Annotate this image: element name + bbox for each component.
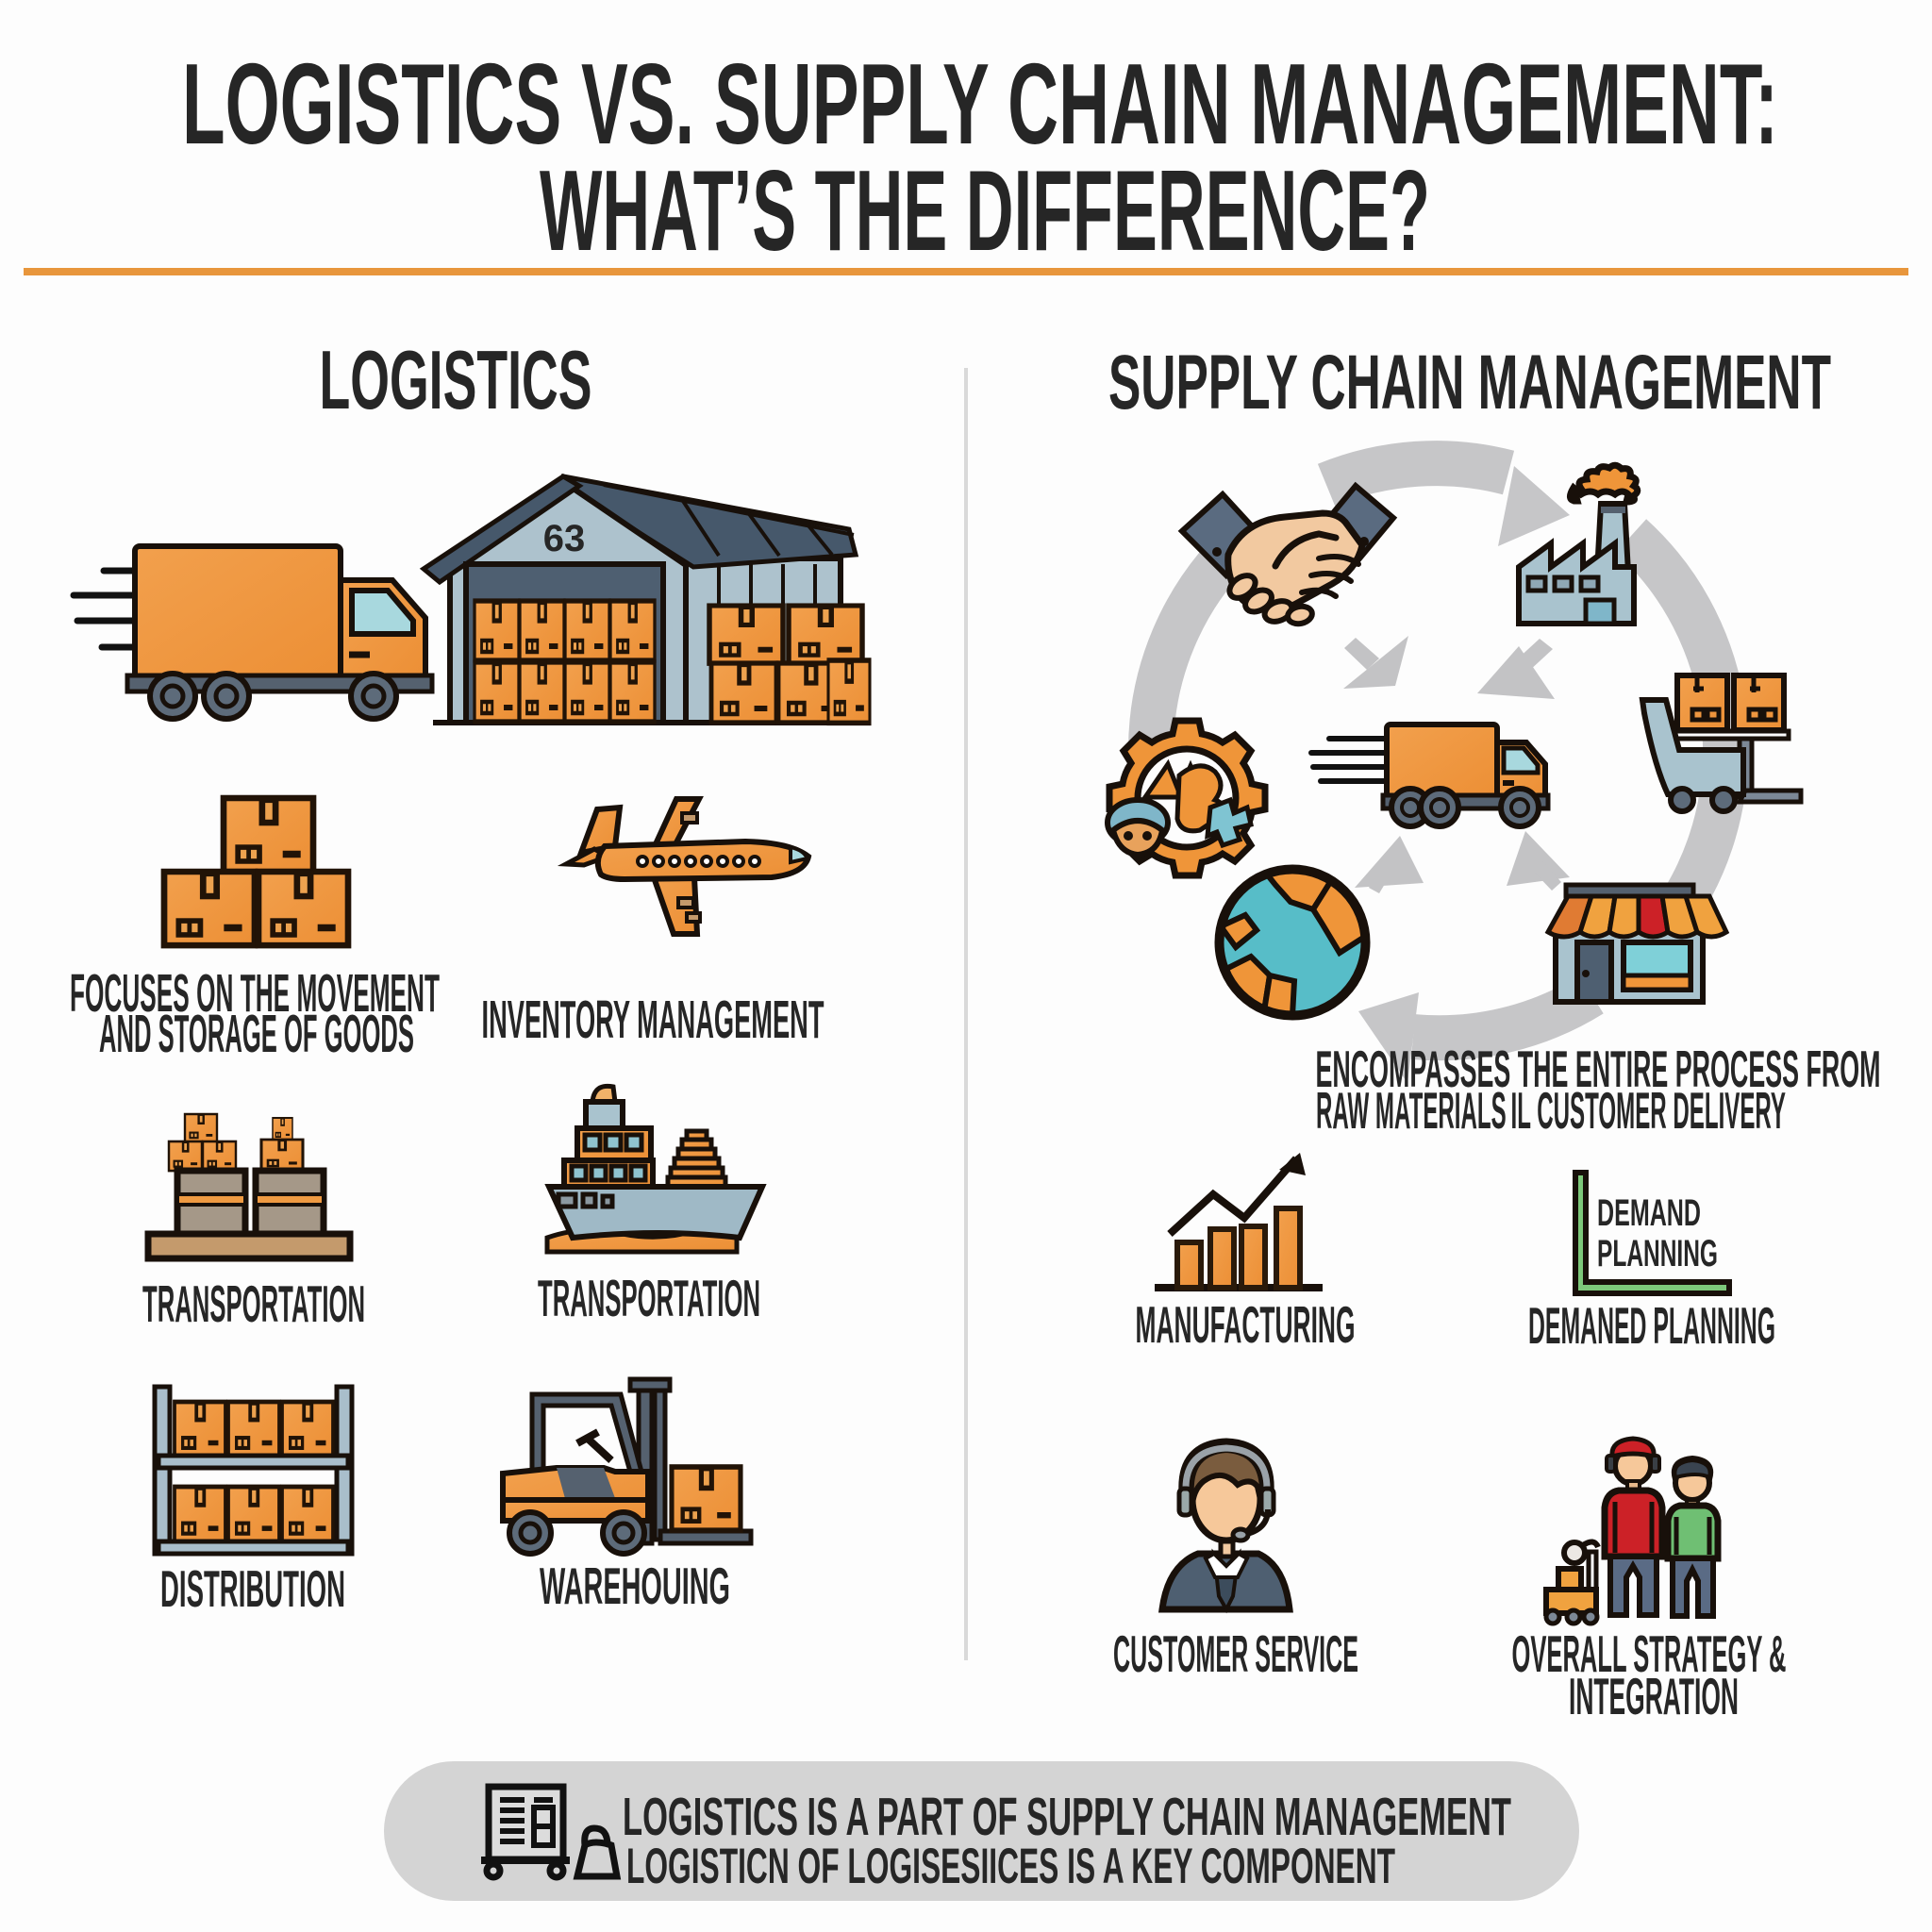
- svg-text:TRANSPORTATION: TRANSPORTATION: [538, 1269, 760, 1327]
- svg-text:WHAT’S THE DIFFERENCE?: WHAT’S THE DIFFERENCE?: [540, 146, 1430, 275]
- svg-text:AND STORAGE OF GOODS: AND STORAGE OF GOODS: [99, 1004, 414, 1064]
- svg-text:LOGISTICN OF LOGISESIICES IS A: LOGISTICN OF LOGISESIICES IS A KEY COMPO…: [626, 1839, 1395, 1894]
- svg-text:SUPPLY CHAIN MANAGEMENT: SUPPLY CHAIN MANAGEMENT: [1108, 340, 1831, 425]
- svg-text:RAW MATERIALS IL CUSTOMER DELI: RAW MATERIALS IL CUSTOMER DELIVERY: [1316, 1081, 1786, 1140]
- svg-text:DISTRIBUTION: DISTRIBUTION: [160, 1559, 345, 1618]
- svg-text:WAREHOUING: WAREHOUING: [540, 1557, 730, 1615]
- svg-text:DEMANED PLANNING: DEMANED PLANNING: [1528, 1296, 1775, 1355]
- svg-text:OVERALL STRATEGY &: OVERALL STRATEGY &: [1512, 1624, 1787, 1683]
- svg-text:TRANSPORTATION: TRANSPORTATION: [142, 1274, 365, 1333]
- svg-text:INVENTORY MANAGEMENT: INVENTORY MANAGEMENT: [482, 990, 824, 1050]
- svg-text:CUSTOMER SERVICE: CUSTOMER SERVICE: [1113, 1624, 1358, 1683]
- svg-text:INTEGRATION: INTEGRATION: [1569, 1667, 1739, 1725]
- svg-text:ENCOMPASSES THE ENTIRE PROCESS: ENCOMPASSES THE ENTIRE PROCESS FROM: [1316, 1040, 1881, 1098]
- svg-text:LOGISTICS VS. SUPPLY CHAIN MAN: LOGISTICS VS. SUPPLY CHAIN MANAGEMENT:: [182, 40, 1778, 168]
- svg-text:LOGISTICS: LOGISTICS: [320, 333, 592, 426]
- svg-text:63: 63: [543, 518, 586, 559]
- svg-text:LOGISTICS IS A PART OF SUPPLY: LOGISTICS IS A PART OF SUPPLY CHAIN MANA…: [623, 1787, 1511, 1847]
- svg-text:MANUFACTURING: MANUFACTURING: [1136, 1295, 1356, 1354]
- svg-text:DEMAND: DEMAND: [1597, 1192, 1701, 1234]
- svg-text:PLANNING: PLANNING: [1597, 1233, 1718, 1274]
- svg-text:FOCUSES ON THE MOVEMENT: FOCUSES ON THE MOVEMENT: [70, 963, 440, 1024]
